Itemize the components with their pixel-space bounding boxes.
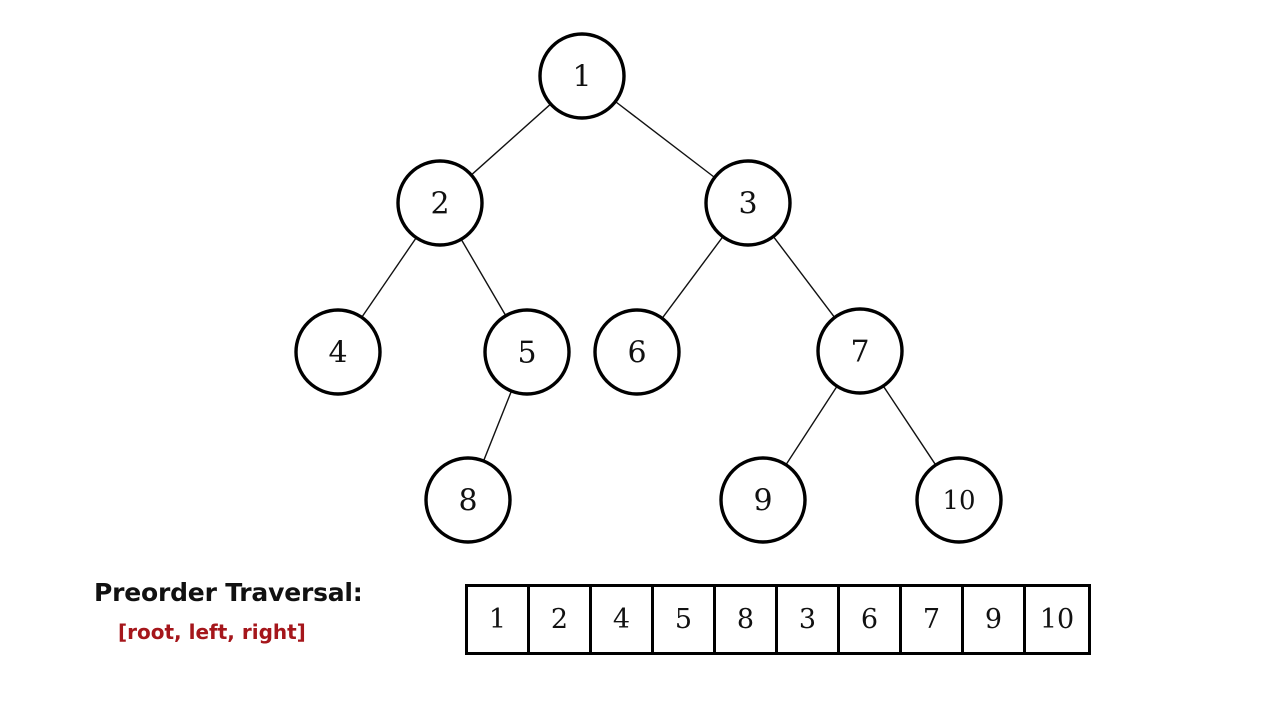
tree-node-7[interactable]: 7: [816, 307, 904, 395]
array-cell: 3: [778, 587, 840, 652]
tree-node-4[interactable]: 4: [294, 308, 382, 396]
tree-node-9[interactable]: 9: [719, 456, 807, 544]
tree-node-1[interactable]: 1: [538, 32, 626, 120]
node-label: 9: [753, 484, 772, 519]
node-label: 8: [458, 484, 477, 519]
tree-edge: [483, 391, 512, 461]
tree-node-8[interactable]: 8: [424, 456, 512, 544]
tree-node-3[interactable]: 3: [704, 159, 792, 247]
node-label: 10: [942, 486, 975, 516]
node-circle: [538, 32, 626, 120]
node-circle: [294, 308, 382, 396]
array-cell: 7: [902, 587, 964, 652]
node-circle: [816, 307, 904, 395]
tree-node-6[interactable]: 6: [593, 308, 681, 396]
traversal-title: Preorder Traversal:: [94, 578, 363, 607]
tree-edge: [361, 238, 417, 317]
node-circle: [396, 159, 484, 247]
node-label: 4: [328, 336, 347, 371]
node-circle: [424, 456, 512, 544]
array-cell: 8: [716, 587, 778, 652]
tree-edge: [883, 386, 936, 465]
traversal-order-note: [root, left, right]: [118, 620, 306, 644]
array-cell: 5: [654, 587, 716, 652]
tree-edge: [471, 104, 551, 175]
node-circle: [915, 456, 1003, 544]
node-label: 2: [430, 187, 449, 222]
array-cell: 10: [1026, 587, 1088, 652]
array-cell: 4: [592, 587, 654, 652]
tree-node-5[interactable]: 5: [483, 308, 571, 396]
tree-edge: [461, 239, 506, 316]
tree-edge: [785, 386, 838, 465]
node-label: 5: [517, 336, 536, 371]
node-circle: [719, 456, 807, 544]
node-label: 6: [627, 336, 646, 371]
array-cell: 1: [468, 587, 530, 652]
node-label: 3: [738, 187, 757, 222]
tree-node-10[interactable]: 10: [915, 456, 1003, 544]
node-circle: [483, 308, 571, 396]
node-circle: [593, 308, 681, 396]
array-cell: 6: [840, 587, 902, 652]
tree-edge-layer: [361, 101, 936, 465]
array-cell: 9: [964, 587, 1026, 652]
node-label: 1: [572, 60, 591, 95]
tree-edge: [615, 101, 715, 178]
node-circle: [704, 159, 792, 247]
node-label: 7: [850, 335, 869, 370]
array-cell: 2: [530, 587, 592, 652]
tree-edge: [773, 236, 835, 318]
tree-node-2[interactable]: 2: [396, 159, 484, 247]
tree-node-layer: 1 2 3 4 5 6 7 8 9 10: [294, 32, 1003, 544]
tree-edge: [662, 237, 723, 318]
caption-block: Preorder Traversal: [root, left, right]: [94, 578, 434, 644]
